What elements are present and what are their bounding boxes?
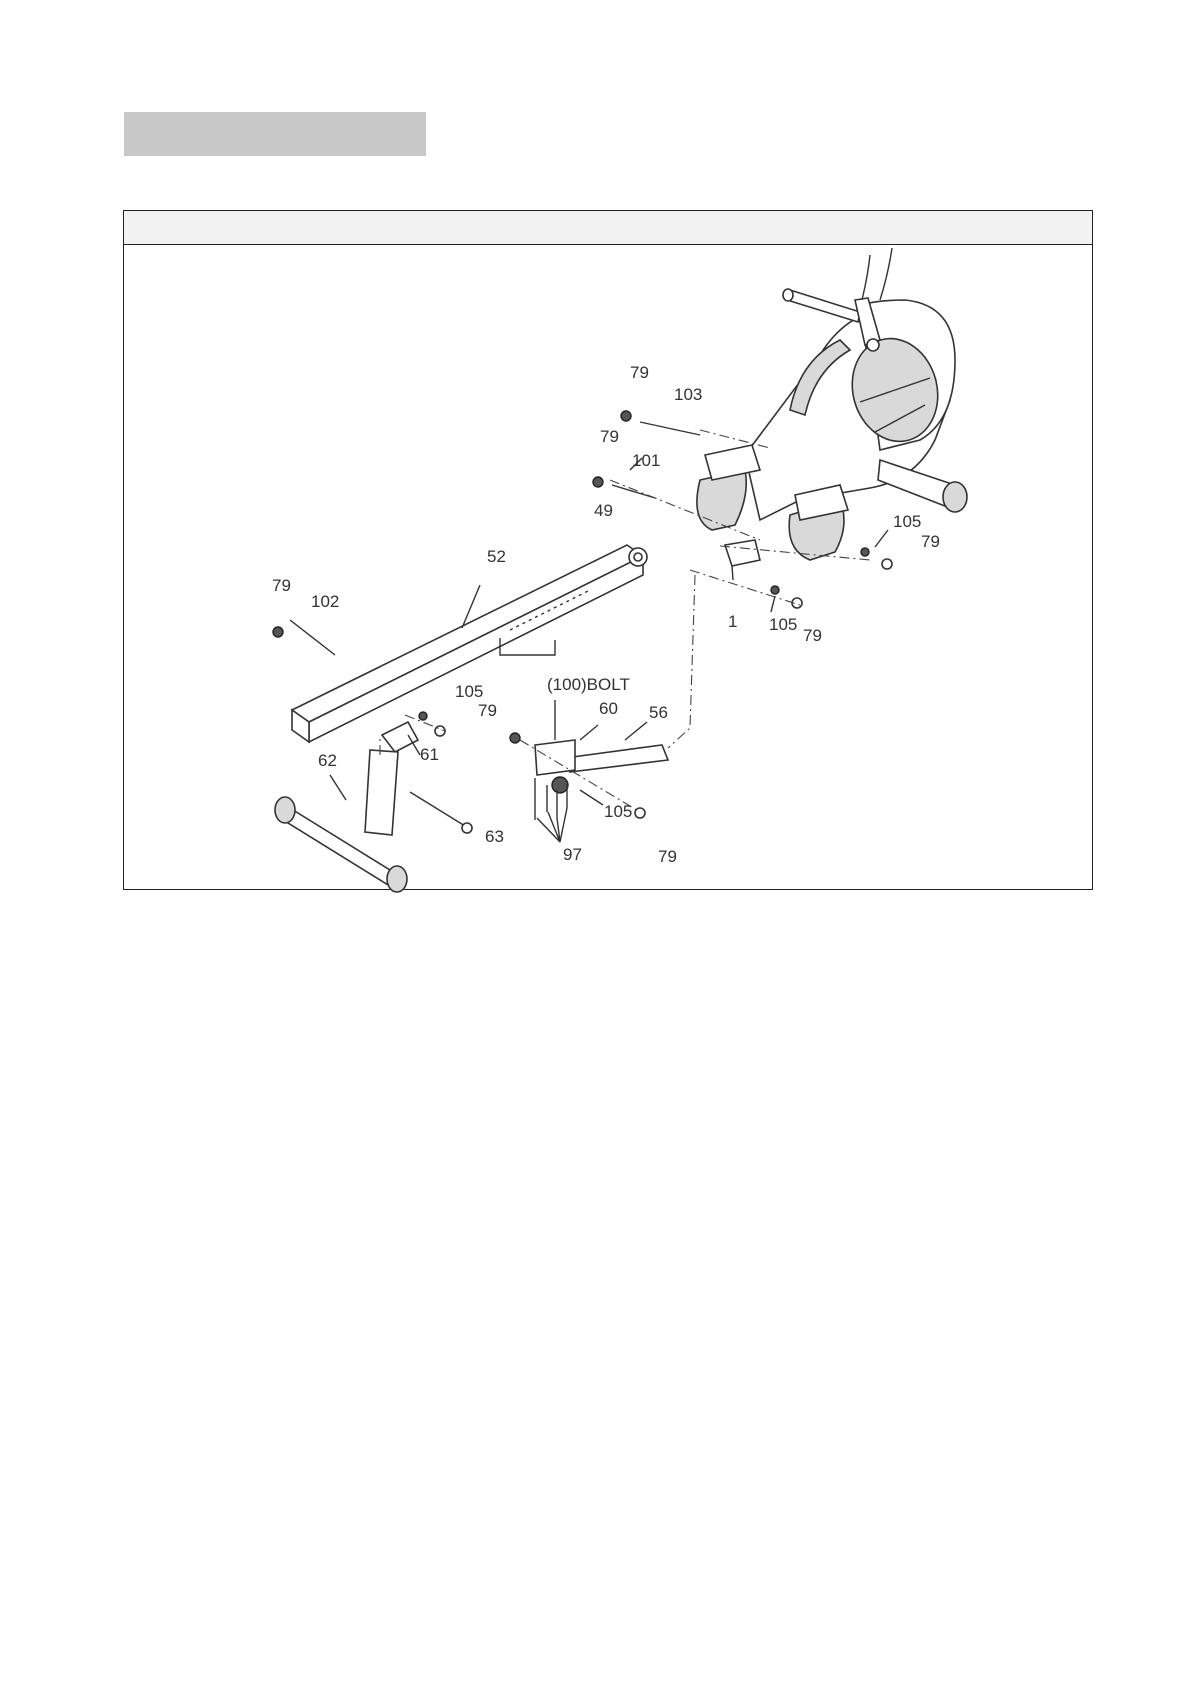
callout-label: 103 <box>674 385 702 404</box>
callout-label: 102 <box>311 592 339 611</box>
callout-label: 105 <box>769 615 797 634</box>
part-61-plate <box>382 722 418 752</box>
callout-label: 105 <box>604 802 632 821</box>
callout-label: 101 <box>632 451 660 470</box>
part-56-arm <box>535 740 668 793</box>
callout-label: 79 <box>803 626 822 645</box>
callout-label: 79 <box>600 427 619 446</box>
callout-label: 49 <box>594 501 613 520</box>
callout-label: 79 <box>478 701 497 720</box>
part-60-plate <box>535 740 575 775</box>
callout-label: 105 <box>893 512 921 531</box>
callout-label: 97 <box>563 845 582 864</box>
callout-label: 79 <box>630 363 649 382</box>
front-stabilizer-62 <box>275 750 407 892</box>
callout-label: 79 <box>921 532 940 551</box>
rail-52 <box>292 545 647 742</box>
cord-right <box>880 248 892 300</box>
front-end-cap-right <box>387 866 407 892</box>
callout-label: 62 <box>318 751 337 770</box>
part-1-bracket <box>725 540 760 580</box>
callout-label: 61 <box>420 745 439 764</box>
callout-label: (100)BOLT <box>547 675 630 694</box>
callout-label: 60 <box>599 699 618 718</box>
rear-stabilizer <box>878 460 967 512</box>
callout-label: 105 <box>455 682 483 701</box>
callout-label: 52 <box>487 547 506 566</box>
front-end-cap-left <box>275 797 295 823</box>
callout-label: 79 <box>272 576 291 595</box>
callout-label: 79 <box>658 847 677 866</box>
rear-end-cap <box>943 482 967 512</box>
callout-label: 63 <box>485 827 504 846</box>
cord-left <box>862 255 870 300</box>
callout-label: 1 <box>728 612 737 631</box>
callout-label: 56 <box>649 703 668 722</box>
